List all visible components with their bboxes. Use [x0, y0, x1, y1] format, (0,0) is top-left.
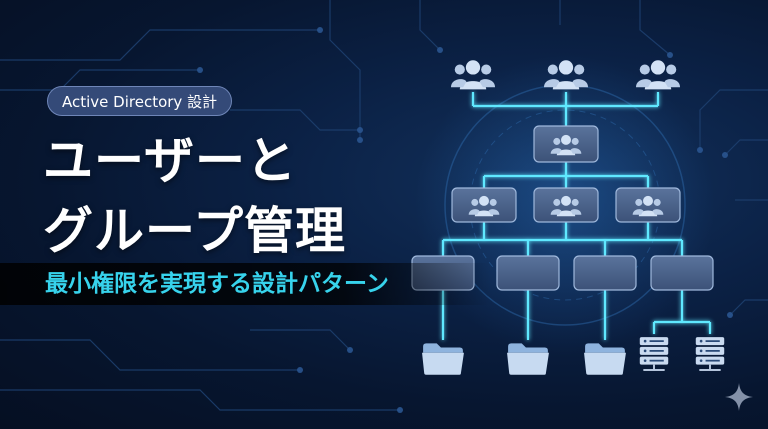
group-node-2: [533, 187, 599, 223]
group-node-1: [451, 187, 517, 223]
users-icon-top-1: [451, 60, 495, 90]
subtitle: 最小権限を実現する設計パターン: [45, 271, 389, 297]
group-node-3: [615, 187, 681, 223]
group-node-root: [533, 125, 599, 163]
connector-lines: [441, 92, 712, 340]
folder-icon-3: [584, 343, 626, 375]
resource-group-node-3: [573, 255, 637, 291]
server-icon-1: [639, 337, 669, 371]
folder-icon-2: [507, 343, 549, 375]
resource-group-node-2: [496, 255, 560, 291]
page-title-line-2: グループ管理: [43, 202, 346, 260]
server-icon-2: [695, 337, 725, 371]
subtitle-band: [0, 263, 490, 305]
resource-group-node-4: [650, 255, 714, 291]
circuit-background: [0, 0, 768, 411]
folder-icon-1: [422, 343, 464, 375]
topic-badge: Active Directory 設計: [47, 86, 233, 116]
page-title-line-1: ユーザーと: [43, 132, 297, 190]
sparkle-icon: [725, 383, 753, 411]
users-icon-top-3: [636, 60, 680, 90]
